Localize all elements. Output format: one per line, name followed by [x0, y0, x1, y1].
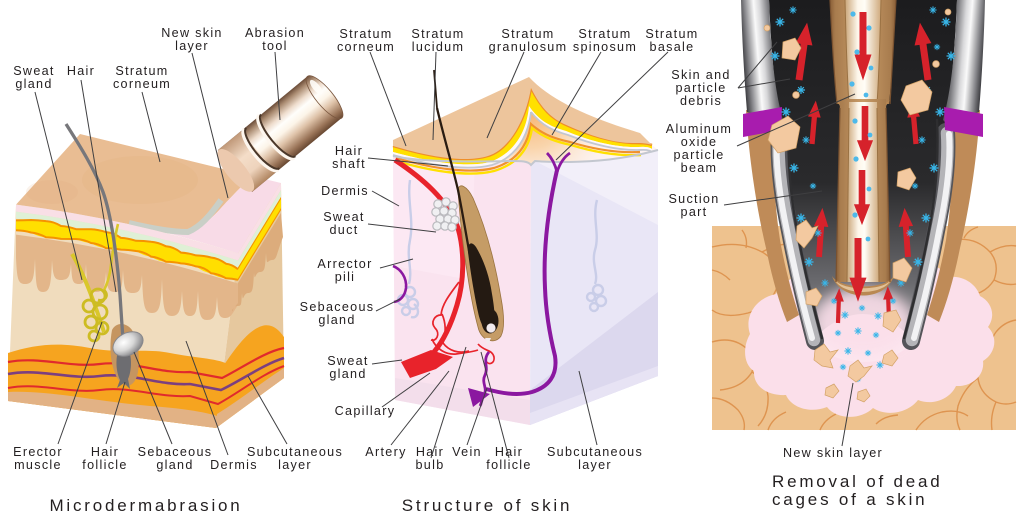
svg-text:Hair: Hair — [416, 445, 444, 459]
svg-text:cages of a skin: cages of a skin — [772, 490, 927, 509]
svg-text:gland: gland — [318, 313, 355, 327]
svg-text:Sweat: Sweat — [327, 354, 369, 368]
svg-text:Arrector: Arrector — [317, 257, 372, 271]
svg-text:spinosum: spinosum — [573, 40, 637, 54]
svg-text:layer: layer — [278, 458, 312, 472]
svg-text:follicle: follicle — [486, 458, 531, 472]
svg-text:Stratum: Stratum — [578, 27, 631, 41]
svg-text:Hair: Hair — [67, 64, 95, 78]
svg-text:Stratum: Stratum — [411, 27, 464, 41]
svg-text:New skin layer: New skin layer — [783, 446, 883, 460]
svg-text:Artery: Artery — [365, 445, 406, 459]
svg-text:Structure of skin: Structure of skin — [402, 496, 572, 515]
svg-text:Abrasion: Abrasion — [245, 26, 305, 40]
svg-text:Vein: Vein — [452, 445, 482, 459]
svg-text:Capillary: Capillary — [335, 404, 396, 418]
svg-text:debris: debris — [680, 94, 722, 108]
svg-text:Subcutaneous: Subcutaneous — [247, 445, 343, 459]
svg-text:gland: gland — [156, 458, 193, 472]
svg-text:part: part — [681, 205, 708, 219]
svg-text:Dermis: Dermis — [210, 458, 258, 472]
svg-text:muscle: muscle — [14, 458, 62, 472]
svg-text:Dermis: Dermis — [321, 184, 369, 198]
svg-text:Hair: Hair — [495, 445, 523, 459]
svg-text:Stratum: Stratum — [645, 27, 698, 41]
svg-text:duct: duct — [329, 223, 358, 237]
svg-text:Stratum: Stratum — [501, 27, 554, 41]
svg-text:gland: gland — [329, 367, 366, 381]
svg-text:New skin: New skin — [161, 26, 223, 40]
svg-text:granulosum: granulosum — [489, 40, 568, 54]
svg-text:oxide: oxide — [681, 135, 718, 149]
svg-text:Hair: Hair — [91, 445, 119, 459]
svg-text:Skin and: Skin and — [671, 68, 730, 82]
svg-text:Microdermabrasion: Microdermabrasion — [49, 496, 242, 515]
svg-text:Suction: Suction — [668, 192, 719, 206]
svg-text:Stratum: Stratum — [115, 64, 168, 78]
svg-text:follicle: follicle — [82, 458, 127, 472]
svg-text:shaft: shaft — [332, 157, 366, 171]
svg-text:Sebaceous: Sebaceous — [300, 300, 375, 314]
svg-text:layer: layer — [578, 458, 612, 472]
svg-text:Removal of dead: Removal of dead — [772, 472, 943, 491]
svg-text:Sweat: Sweat — [323, 210, 365, 224]
svg-text:tool: tool — [262, 39, 288, 53]
svg-text:Subcutaneous: Subcutaneous — [547, 445, 643, 459]
svg-text:corneum: corneum — [113, 77, 171, 91]
svg-text:layer: layer — [175, 39, 209, 53]
svg-text:lucidum: lucidum — [412, 40, 465, 54]
svg-text:Sweat: Sweat — [13, 64, 55, 78]
svg-text:Sebaceous: Sebaceous — [138, 445, 213, 459]
svg-text:Hair: Hair — [335, 144, 363, 158]
svg-text:basale: basale — [650, 40, 695, 54]
svg-text:beam: beam — [681, 161, 718, 175]
svg-text:Stratum: Stratum — [339, 27, 392, 41]
svg-text:Erector: Erector — [13, 445, 63, 459]
svg-text:particle: particle — [676, 81, 727, 95]
svg-text:corneum: corneum — [337, 40, 395, 54]
svg-text:pili: pili — [335, 270, 356, 284]
svg-text:particle: particle — [674, 148, 725, 162]
svg-text:bulb: bulb — [415, 458, 444, 472]
svg-text:Aluminum: Aluminum — [666, 122, 732, 136]
svg-text:gland: gland — [15, 77, 52, 91]
